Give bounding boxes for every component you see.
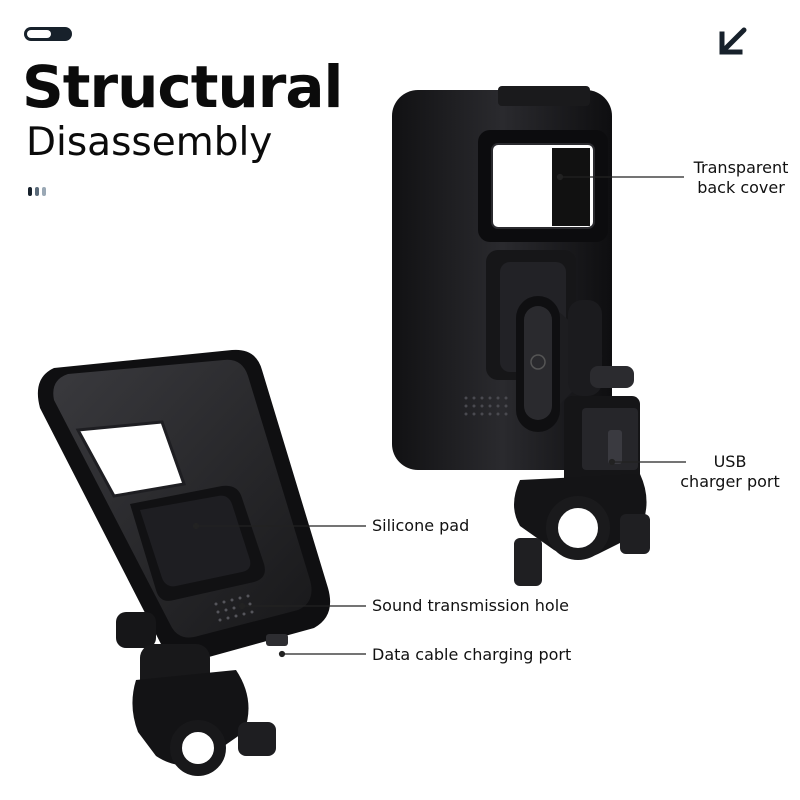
label-usb-charger-port: USB charger port <box>680 452 780 491</box>
label-sound-transmission-hole: Sound transmission hole <box>372 596 569 615</box>
page-subtitle: Disassembly <box>26 120 273 165</box>
closed-case-back-view <box>392 86 650 586</box>
page-title: Structural <box>22 53 343 121</box>
toggle-switch-icon <box>24 27 72 41</box>
callout-lines <box>192 173 686 658</box>
pagination-dots <box>28 181 49 200</box>
open-case-tray-view <box>37 349 331 776</box>
label-data-cable-charging-port: Data cable charging port <box>372 645 572 664</box>
label-transparent-back-cover: Transparent back cover <box>693 158 789 197</box>
label-silicone-pad: Silicone pad <box>372 516 470 535</box>
arrow-down-left-icon <box>719 27 747 55</box>
